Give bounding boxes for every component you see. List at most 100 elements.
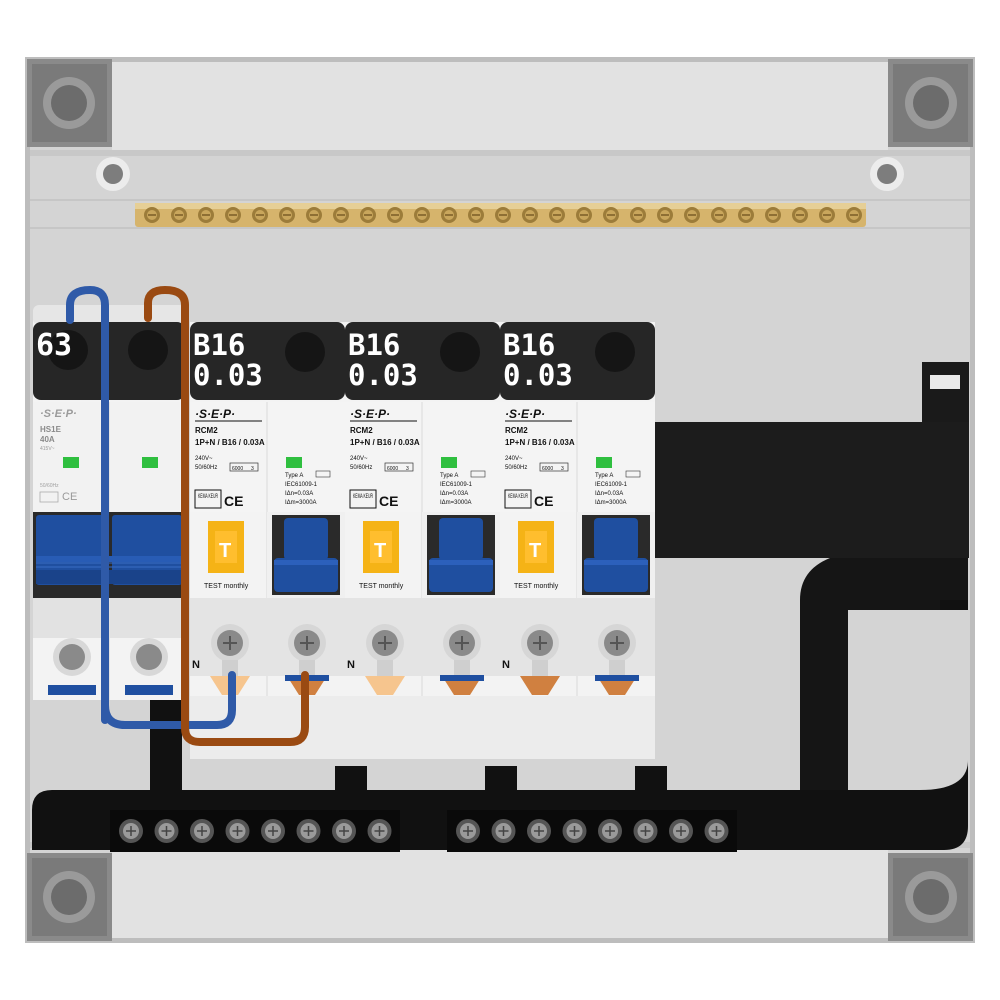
kema-mark: KEMA KEUR (353, 494, 373, 500)
busbar-screw (144, 207, 160, 223)
terminal-screw (633, 819, 658, 843)
rcbo-neutral-mark: N (192, 659, 200, 671)
terminal-screw (332, 819, 356, 843)
busbar-screw (603, 207, 619, 223)
kema-mark: KEMA KEUR (198, 494, 218, 500)
rcbo-voltage: 240V~ (350, 456, 368, 462)
rcbo-label-line2: 0.03 (503, 358, 573, 392)
rcbo-class: 3 (561, 466, 564, 472)
rcbo-test-text: TEST monthly (359, 583, 404, 590)
main-switch-indicator-left (63, 457, 79, 468)
rcbo-test-button[interactable] (363, 521, 399, 573)
rcbo-type: Type A (595, 473, 613, 479)
main-switch-voltage: 415V~ (40, 446, 55, 452)
rcbo-frequency: 50/60Hz (505, 465, 527, 471)
neutral-bar-bracket (655, 362, 969, 810)
rcbo-frequency: 50/60Hz (350, 465, 372, 471)
screw-top-right (870, 157, 904, 191)
rcbo-type: Type A (285, 473, 303, 479)
busbar-screw (279, 207, 295, 223)
rcbo-test-symbol: T (374, 540, 386, 562)
rcbo-ce: CE (379, 493, 398, 509)
rcbo-voltage: 240V~ (195, 456, 213, 462)
terminal-screw (190, 819, 214, 843)
rcbo-spec: 1P+N / B16 / 0.03A (350, 438, 420, 447)
rcbo-test-text: TEST monthly (204, 583, 249, 590)
rcbo-frequency: 50/60Hz (195, 465, 217, 471)
busbar-screw (711, 207, 727, 223)
busbar-screw (630, 207, 646, 223)
corner-mount-bottom-left (27, 853, 112, 941)
rcbo-spec: 1P+N / B16 / 0.03A (195, 438, 265, 447)
busbar-screw (819, 207, 835, 223)
rcbo-capacity: 6000 (232, 466, 243, 472)
rcbo-indicator (441, 457, 457, 468)
rcbo-capacity: 6000 (387, 466, 398, 472)
rcbo-model: RCM2 (350, 426, 373, 435)
rcbo-standard: IEC61009-1 (440, 482, 473, 488)
rcbo-toggle[interactable] (267, 512, 345, 598)
rcbo-idn: IΔn=0.03A (595, 491, 623, 497)
rcbo-test-button[interactable] (208, 521, 244, 573)
rcbo-idm: IΔm=3000A (285, 500, 317, 506)
main-switch-ce-mark: CE (62, 491, 77, 503)
terminal-screw (456, 819, 480, 843)
busbar-screw (468, 207, 484, 223)
corner-mount-top-right (888, 59, 973, 147)
rcbo-type: Type A (440, 473, 458, 479)
top-cover-panel (112, 62, 888, 150)
rcbo-toggle[interactable] (577, 512, 655, 598)
rcbo-idn: IΔn=0.03A (285, 491, 313, 497)
busbar-screw (306, 207, 322, 223)
rcbo-test-button[interactable] (518, 521, 554, 573)
rcbo-model: RCM2 (505, 426, 528, 435)
busbar-screw (792, 207, 808, 223)
rcbo-class: 3 (251, 466, 254, 472)
terminal-screw (527, 819, 551, 843)
rcbo-brand: ·S·E·P· (195, 407, 235, 421)
rcbo-toggle[interactable] (422, 512, 500, 598)
busbar-screw (441, 207, 457, 223)
terminal-screw (562, 819, 587, 843)
rcbo-brand: ·S·E·P· (505, 407, 545, 421)
busbar-screw (225, 207, 241, 223)
rcbo-test-text: TEST monthly (514, 583, 559, 590)
rcbo-idm: IΔm=3000A (440, 500, 472, 506)
busbar-screw (171, 207, 187, 223)
busbar-screw (495, 207, 511, 223)
busbar-screw (576, 207, 592, 223)
rcbo-idm: IΔm=3000A (595, 500, 627, 506)
rcbo-indicator (286, 457, 302, 468)
kema-mark: KEMA KEUR (508, 494, 528, 500)
rcbo-label-line1: B16 (503, 328, 555, 362)
rcbo-spec: 1P+N / B16 / 0.03A (505, 438, 575, 447)
terminal-screw (225, 819, 250, 843)
busbar-screw (252, 207, 268, 223)
rcbo-ce: CE (534, 493, 553, 509)
terminal-screw (119, 819, 143, 843)
main-switch-frequency: 50/60Hz (40, 483, 59, 489)
busbar-screw (414, 207, 430, 223)
busbar-screw (846, 207, 862, 223)
terminal-screw (598, 819, 622, 843)
rcbo-voltage: 240V~ (505, 456, 523, 462)
busbar-screw (360, 207, 376, 223)
rcbo-test-symbol: T (219, 540, 231, 562)
bottom-cover-panel (112, 850, 888, 938)
neutral-wire (66, 285, 236, 729)
busbar-screw (765, 207, 781, 223)
rcbo-neutral-mark: N (347, 659, 355, 671)
rcbo-brand: ·S·E·P· (350, 407, 390, 421)
breaker-backplate (190, 693, 655, 759)
rcbo-indicator (596, 457, 612, 468)
main-switch-rating-label: 63 (36, 328, 72, 363)
terminal-screw (296, 819, 321, 843)
busbar-screw (522, 207, 538, 223)
rcbo-standard: IEC61009-1 (285, 482, 318, 488)
busbar-screw (198, 207, 214, 223)
screw-top-left (96, 157, 130, 191)
